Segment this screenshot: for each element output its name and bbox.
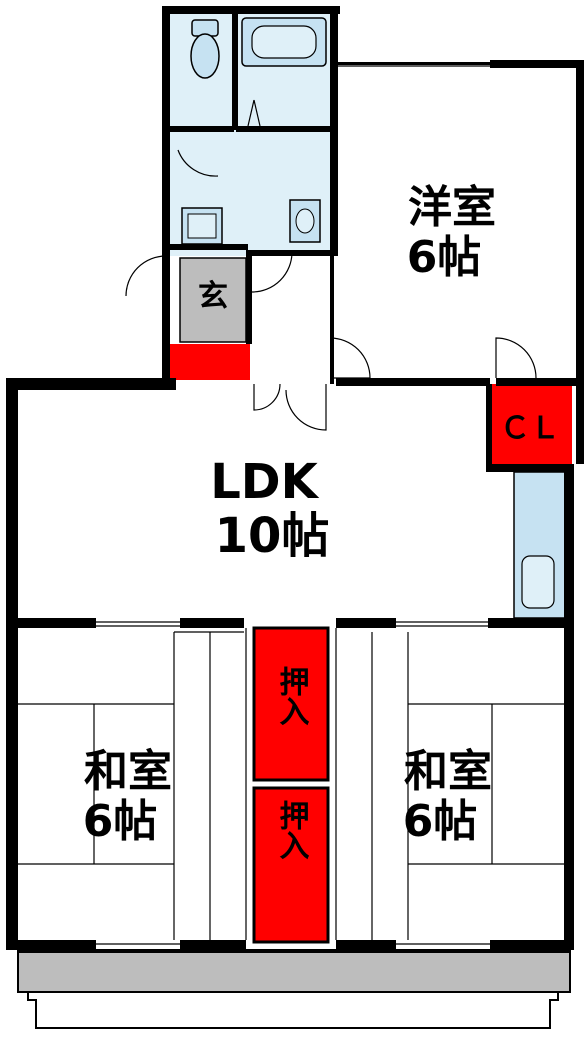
wash-basin-icon [289, 199, 321, 243]
entrance: 玄 [179, 257, 247, 343]
ldk-label: LDK 10帖 [210, 454, 329, 564]
svg-text:6帖: 6帖 [403, 796, 478, 847]
toilet-icon [190, 19, 220, 79]
balcony [17, 949, 571, 1029]
svg-text:6帖: 6帖 [407, 232, 482, 283]
svg-text:和室: 和室 [84, 746, 172, 797]
openings [96, 65, 490, 945]
tatami-lines-right [371, 632, 570, 940]
svg-text:10帖: 10帖 [215, 508, 330, 564]
closet: ＣＬ [488, 384, 572, 470]
tatami-lines-left [18, 631, 244, 940]
svg-text:LDK: LDK [210, 454, 319, 510]
door-swings [125, 99, 537, 431]
kitchen-counter [513, 471, 569, 619]
oshiire-upper-label: 押入 [274, 666, 310, 726]
western-room-label: 洋室 6帖 [407, 182, 496, 283]
entrance-label: 玄 [198, 279, 228, 314]
walls [6, 6, 584, 950]
japanese-room-right-label: 和室 6帖 [403, 746, 492, 847]
oshiire-upper: 押入 [252, 626, 330, 782]
japanese-room-left-label: 和室 6帖 [83, 746, 172, 847]
closet-label: ＣＬ [500, 411, 560, 446]
oshiire-lower-label: 押入 [274, 800, 310, 860]
washing-machine-icon [181, 207, 223, 245]
bathtub-icon [241, 17, 327, 67]
svg-text:洋室: 洋室 [408, 182, 496, 233]
oshiire-lower: 押入 [252, 786, 330, 944]
svg-text:和室: 和室 [404, 746, 492, 797]
svg-text:6帖: 6帖 [83, 796, 158, 847]
shoe-box [170, 344, 250, 380]
sink-icon [521, 555, 555, 609]
